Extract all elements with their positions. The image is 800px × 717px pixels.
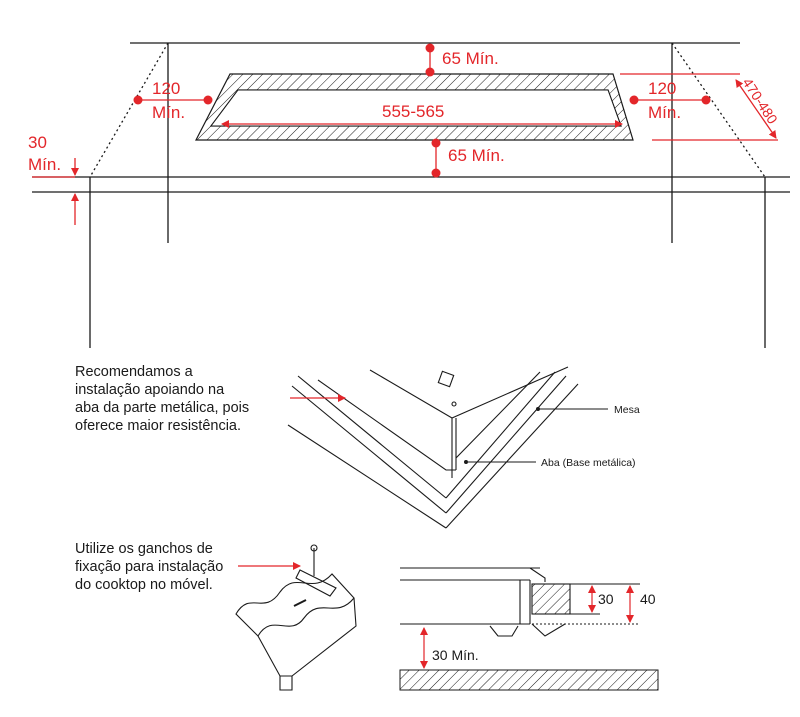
- floor-hatch: [399, 669, 659, 691]
- dim-width: 555-565: [382, 102, 444, 121]
- flange-detail: [287, 366, 579, 529]
- dim-edge-value: 30: [28, 133, 47, 152]
- top-view-labels: 65 Mín. 65 Mín. 120 Mín. 120 Mín. 555-56…: [28, 49, 781, 174]
- section-dimensions: [420, 585, 634, 669]
- dim-front-clearance: 65 Mín.: [442, 49, 499, 68]
- dim-right-value: 120: [648, 79, 676, 98]
- top-view: [32, 42, 790, 348]
- dim-left-unit: Mín.: [152, 103, 185, 122]
- dim-back-clearance: 65 Mín.: [448, 146, 505, 165]
- dim-section-30: 30: [598, 591, 614, 607]
- red-dots: [133, 43, 711, 178]
- dim-edge-unit: Mín.: [28, 155, 61, 174]
- clip-view: [235, 544, 357, 691]
- dim-depth: 470-480: [739, 75, 781, 127]
- dim-section-bottom: 30 Mín.: [432, 647, 479, 663]
- note-clip-usage: Utilize os ganchos de fixação para insta…: [75, 541, 224, 593]
- label-table: Mesa: [614, 404, 640, 416]
- flange-leaders: Mesa Aba (Base metálica): [290, 394, 640, 469]
- dim-left-value: 120: [152, 79, 180, 98]
- label-flange: Aba (Base metálica): [541, 457, 636, 469]
- note-flange-recommendation: Recomendamos a instalação apoiando na ab…: [75, 364, 250, 434]
- dim-section-40: 40: [640, 591, 656, 607]
- dim-right-unit: Mín.: [648, 103, 681, 122]
- red-dimensions: [32, 48, 778, 225]
